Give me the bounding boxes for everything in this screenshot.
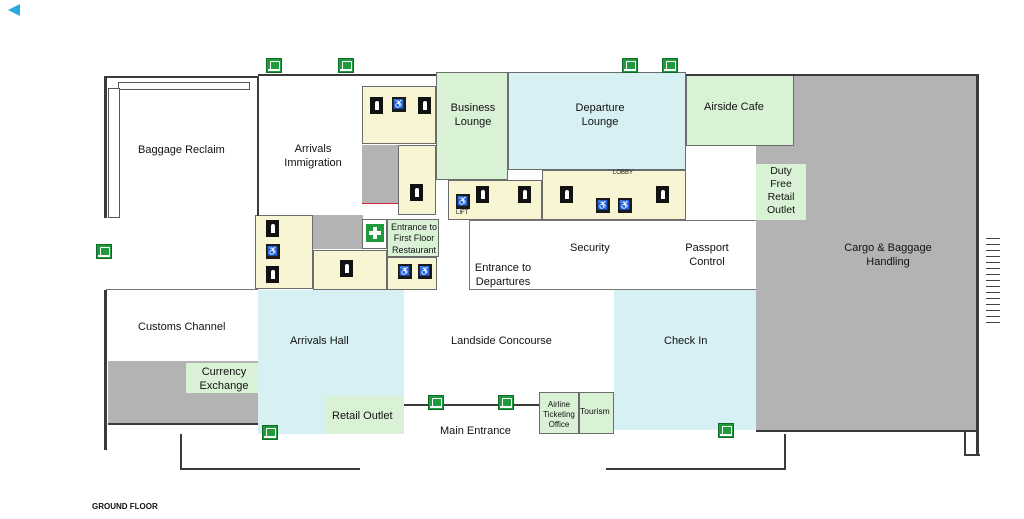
currency-exchange[interactable] [186, 363, 258, 393]
wall-bottom-far-right [964, 454, 980, 456]
entrance-first-floor-label: Entrance to First Floor Restaurant [390, 222, 438, 255]
departure-lounge[interactable] [508, 72, 686, 170]
toilet-block-bottom-right [387, 257, 437, 290]
wall-right-lower [964, 430, 966, 456]
reclaim-belt [118, 82, 250, 90]
toilet-block-left [255, 215, 313, 289]
departure-lounge-label: Departure Lounge [575, 102, 625, 128]
fire-exit-sign [262, 425, 278, 440]
arrivals-immigration-label: Arrivals Immigration [284, 143, 342, 169]
main-entrance-label: Main Entrance [440, 425, 511, 437]
check-in[interactable] [614, 290, 756, 430]
wall-bottom-right [756, 430, 978, 432]
fire-exit-sign [718, 423, 734, 438]
fire-exit-sign [338, 58, 354, 73]
back-arrow-icon[interactable] [8, 4, 20, 16]
wall-reclaim-right [257, 76, 259, 216]
wall-bottom-outer-right [606, 468, 786, 470]
baggage-reclaim-label: Baggage Reclaim [138, 144, 225, 156]
wall-landside-top [470, 289, 756, 290]
first-aid-icon [366, 224, 384, 242]
outer-wall-top-mid [258, 74, 436, 76]
wheelchair-icon: ♿ [392, 97, 406, 112]
fire-exit-sign [662, 58, 678, 73]
passport-control-label: Passport Control [685, 242, 729, 268]
security-label: Security [570, 242, 610, 254]
wheelchair-icon: ♿ [266, 244, 280, 259]
lobby-label: LOBBY [613, 170, 634, 176]
wheelchair-icon: ♿ [456, 194, 470, 209]
wheelchair-icon: ♿ [418, 264, 432, 279]
fire-exit-sign [428, 395, 444, 410]
airline-ticketing-label: Airline Ticketing Office [543, 400, 575, 429]
toilet-icon [560, 186, 573, 203]
toilet-icon [410, 184, 423, 201]
wheelchair-icon: ♿ [596, 198, 610, 213]
wall-bottom-outer-right-side [784, 434, 786, 470]
wall-security-left [469, 220, 470, 290]
reclaim-belt-vertical [108, 88, 120, 218]
toilet-block-top [362, 86, 436, 144]
landside-concourse-label: Landside Concourse [451, 335, 552, 347]
wall-arrivals-row [106, 289, 258, 290]
fire-exit-sign [96, 244, 112, 259]
airline-ticketing[interactable] [539, 392, 579, 434]
wall-bottom-mid [404, 404, 539, 406]
toilet-icon [656, 186, 669, 203]
outer-wall-right [976, 74, 979, 454]
arrivals-hall-label: Arrivals Hall [290, 335, 349, 347]
outer-wall-left-upper [104, 76, 107, 218]
tourism[interactable] [579, 392, 614, 434]
lift-label: LIFT [456, 210, 469, 216]
wall-security-top [470, 220, 756, 221]
retail-outlet-label: Retail Outlet [332, 410, 393, 422]
fire-exit-sign [622, 58, 638, 73]
entrance-departures-label: Entrance to Departures [474, 262, 532, 288]
cargo-label: Cargo & Baggage Handling [844, 242, 932, 268]
wheelchair-icon: ♿ [618, 198, 632, 213]
wall-bottom-outer-left-side [180, 434, 182, 470]
airside-cafe-label: Airside Cafe [704, 101, 764, 113]
toilet-icon [266, 220, 279, 237]
fire-exit-sign [498, 395, 514, 410]
toilet-icon [418, 97, 431, 114]
business-lounge-label: Business Lounge [450, 102, 496, 128]
outer-wall-left-lower [104, 290, 107, 450]
toilet-icon [370, 97, 383, 114]
outer-wall-top-right [686, 74, 978, 76]
red-line [362, 203, 398, 204]
floor-label: GROUND FLOOR [92, 502, 158, 511]
currency-exchange-label: Currency Exchange [199, 366, 249, 392]
wall-bottom-outer-left [180, 468, 360, 470]
wall-bottom-left [108, 423, 258, 425]
duty-free-label: Duty Free Retail Outlet [766, 165, 795, 217]
duty-free[interactable] [756, 164, 806, 220]
toilet-icon [266, 266, 279, 283]
toilet-block-mid [398, 145, 436, 215]
toilet-icon [518, 186, 531, 203]
retail-outlet[interactable] [326, 396, 404, 434]
airside-cafe[interactable] [686, 74, 794, 146]
stairs-right [986, 238, 1000, 324]
grey-zone-mid [313, 215, 363, 249]
grey-zone-corridor [362, 145, 398, 203]
wheelchair-icon: ♿ [398, 264, 412, 279]
customs-channel-label: Customs Channel [138, 321, 226, 333]
entrance-first-floor[interactable] [387, 219, 439, 257]
business-lounge[interactable] [436, 72, 508, 180]
toilet-icon [340, 260, 353, 277]
tourism-label: Tourism [580, 406, 610, 416]
toilet-icon [476, 186, 489, 203]
fire-exit-sign [266, 58, 282, 73]
check-in-label: Check In [664, 335, 708, 347]
outer-wall-top-left [106, 76, 258, 78]
